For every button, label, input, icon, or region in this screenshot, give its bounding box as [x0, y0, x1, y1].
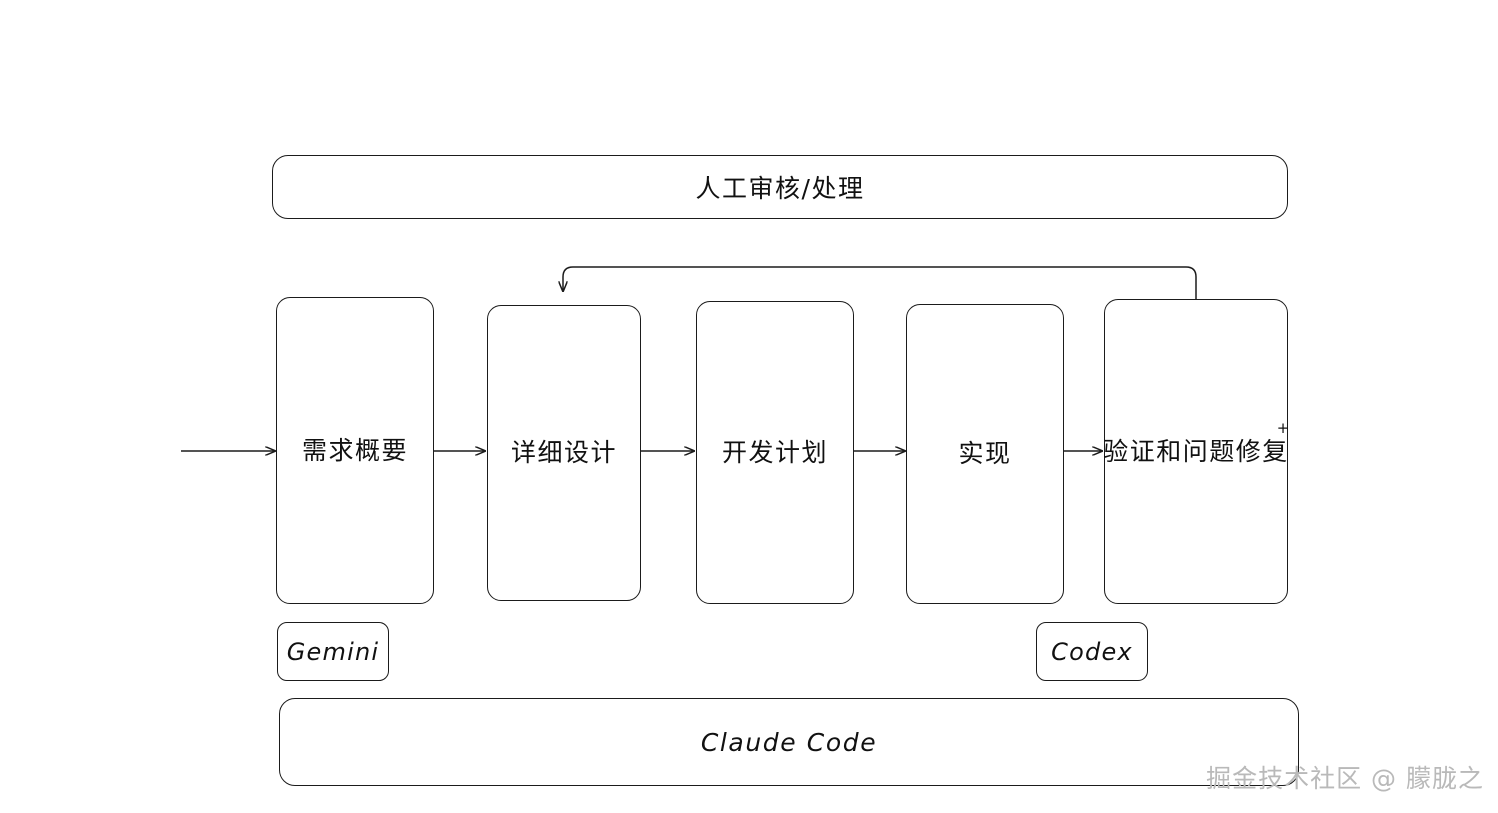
watermark-text: 掘金技术社区 @ 朦胧之 [1206, 764, 1484, 793]
caret-mark: + [1276, 418, 1291, 437]
tag-box-gemini[interactable]: Gemini [277, 622, 389, 681]
stage-label-verify-fix: 验证和问题修复 + [1103, 420, 1289, 467]
tag-label-gemini: Gemini [286, 637, 380, 666]
claude-code-label: Claude Code [700, 727, 878, 757]
stage-box-requirements[interactable]: 需求概要 [276, 297, 434, 604]
tag-box-codex[interactable]: Codex [1036, 622, 1148, 681]
feedback-loop-arrow [563, 266, 1197, 300]
stage-label-dev-plan: 开发计划 [721, 437, 828, 467]
claude-code-bar[interactable]: Claude Code [279, 698, 1299, 786]
stage-label-requirements: 需求概要 [301, 435, 408, 465]
stage-label-detailed-design: 详细设计 [510, 438, 617, 467]
human-review-bar[interactable]: 人工审核/处理 [272, 155, 1288, 219]
stage-box-dev-plan[interactable]: 开发计划 [696, 301, 854, 604]
stage-label-verify-fix-text: 验证和问题修复 [1103, 436, 1289, 466]
tag-label-codex: Codex [1051, 637, 1133, 666]
stage-label-implementation: 实现 [958, 439, 1012, 468]
stage-box-verify-fix[interactable]: 验证和问题修复 + [1103, 299, 1289, 604]
stage-box-implementation[interactable]: 实现 [906, 304, 1064, 604]
human-review-label: 人工审核/处理 [695, 174, 865, 203]
stage-box-detailed-design[interactable]: 详细设计 [487, 305, 641, 601]
